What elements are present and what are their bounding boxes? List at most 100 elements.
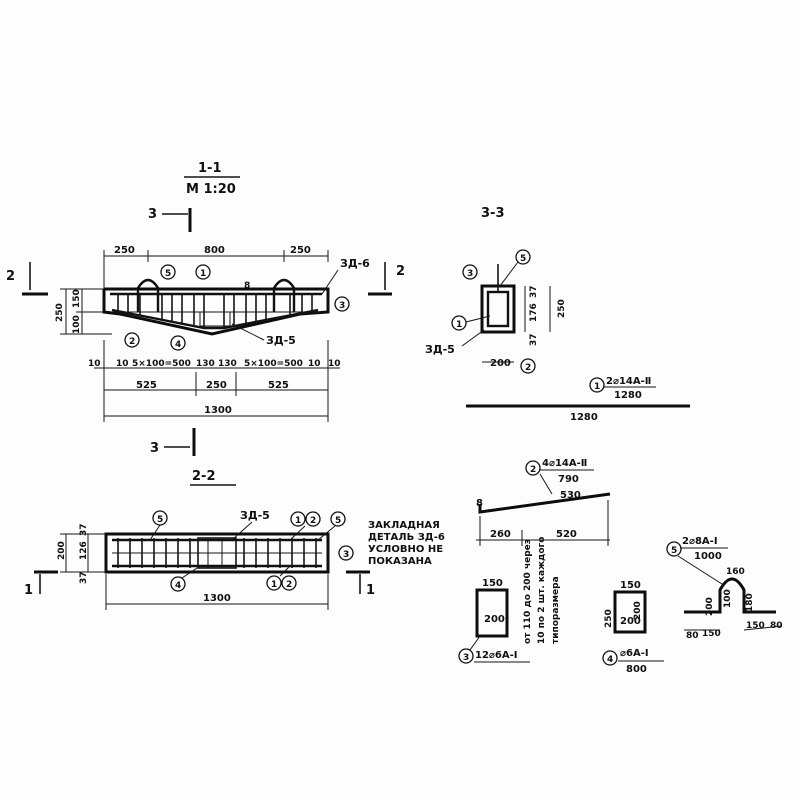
svg-text:250: 250 [604,609,614,628]
svg-text:80: 80 [770,621,783,631]
svg-text:2: 2 [286,580,292,590]
svg-text:37: 37 [529,285,539,298]
svg-text:5: 5 [157,515,163,525]
mark-5 [666,541,682,557]
svg-text:180: 180 [745,593,755,612]
svg-text:2: 2 [530,465,536,475]
embedded-plate-zd5 [199,311,231,327]
mark-1 [266,575,282,591]
section-1-1-title: 1-1 [198,161,222,176]
bar-1-detail: 1 2⌀14А-Ⅱ 1280 1280 [466,376,690,423]
svg-text:37: 37 [79,571,89,584]
mark-2 [305,511,321,527]
svg-text:3: 3 [463,653,469,663]
mark-2 [520,358,536,374]
bar-3-spec: 12⌀6А-Ⅰ [475,650,518,661]
svg-text:200: 200 [633,601,643,620]
bar-4-detail: 150 250 200 200 4 ⌀6А-Ⅰ 800 [602,580,664,675]
cut-mark-2-right: 2 [396,264,405,279]
leader-line [231,323,265,341]
svg-text:1: 1 [295,516,301,526]
mark-3 [458,648,474,664]
svg-text:525: 525 [136,380,157,391]
leader-line [181,565,201,579]
bar-3-shape [475,588,509,638]
svg-text:5: 5 [165,269,171,279]
cut-mark-1-right: 1 [366,583,375,598]
bar-1-dim: 1280 [570,412,598,423]
cut-mark-3-bottom: 3 [150,441,159,456]
mark-2 [281,575,297,591]
dim-1300: 1300 [203,593,231,604]
bar-3-note-2: 10 по 2 шт. каждого [537,537,547,644]
bar-2-spec: 4⌀14А-Ⅱ [542,458,587,469]
svg-text:4: 4 [607,655,613,665]
svg-text:5: 5 [671,546,677,556]
svg-text:10: 10 [116,359,129,369]
leader-line [317,525,336,541]
svg-text:176: 176 [529,303,539,322]
svg-text:8: 8 [476,498,483,509]
bar-5-spec: 2⌀8А-Ⅰ [682,536,718,547]
note-embedded-part: ЗАКЛАДНАЯ ДЕТАЛЬ ЗД-6 УСЛОВНО НЕ ПОКАЗАН… [368,520,445,567]
svg-text:10: 10 [328,359,341,369]
mark-4 [170,576,186,592]
leader-line [279,565,291,577]
svg-text:ЗАКЛАДНАЯ: ЗАКЛАДНАЯ [368,520,440,531]
svg-text:5×100=500: 5×100=500 [244,359,303,369]
mark-1 [451,315,467,331]
svg-text:2: 2 [525,363,531,373]
bar-4-shape [613,590,647,634]
embedded-plate-zd5 [197,537,237,569]
section-3-3-title: 3-3 [481,206,505,221]
label-8: 8 [244,281,250,291]
mark-1 [589,377,605,393]
svg-text:150: 150 [482,578,503,589]
leader-line [469,635,481,651]
leader-line [231,521,253,541]
dim-250-left: 250 [114,245,135,256]
bar-5-detail: 5 2⌀8А-Ⅰ 1000 160 200 100 180 80 150 150… [666,536,783,641]
svg-text:УСЛОВНО НЕ: УСЛОВНО НЕ [368,544,443,555]
lifting-loop-right [272,278,296,312]
bar-5-shape [684,577,776,614]
label-zd5: ЗД-5 [425,343,455,356]
svg-text:1: 1 [200,269,206,279]
leader-line [289,525,306,541]
bar-4-spec: ⌀6А-Ⅰ [620,648,649,659]
stirrup-3-3 [486,290,510,328]
vdim-100: 100 [72,315,82,334]
svg-text:2: 2 [129,337,135,347]
bar-3-note-3: типоразмера [551,576,561,644]
svg-text:1: 1 [271,580,277,590]
mark-3 [338,545,354,561]
stirrups-1-1 [117,293,313,329]
dim-250-right: 250 [290,245,311,256]
label-zd5: ЗД-5 [240,509,270,522]
bar-4-length: 800 [626,664,647,675]
svg-text:3: 3 [339,301,345,311]
svg-text:525: 525 [268,380,289,391]
section-3-3: 3-3 3 5 1 ЗД-5 37 176 37 250 200 2 [425,206,567,374]
label-zd5: ЗД-5 [266,334,296,347]
dim-1300: 1300 [204,405,232,416]
mark-3 [334,296,350,312]
cut-mark-2-left: 2 [6,269,15,284]
svg-text:200: 200 [57,541,67,560]
bar-3-note-1: от 110 до 200 через [523,539,533,644]
svg-text:5: 5 [335,516,341,526]
svg-text:10: 10 [308,359,321,369]
leader-line [461,329,485,347]
svg-text:3: 3 [343,550,349,560]
mark-4 [170,335,186,351]
svg-text:150: 150 [746,621,765,631]
stirrups-2-2 [117,538,317,568]
beam-outline [102,287,330,336]
svg-text:130: 130 [196,359,215,369]
svg-text:37: 37 [79,523,89,536]
svg-text:3: 3 [467,269,473,279]
section-1-1-scale: М 1:20 [186,182,236,197]
lifting-loop-left [136,278,160,312]
svg-text:200: 200 [705,597,715,616]
